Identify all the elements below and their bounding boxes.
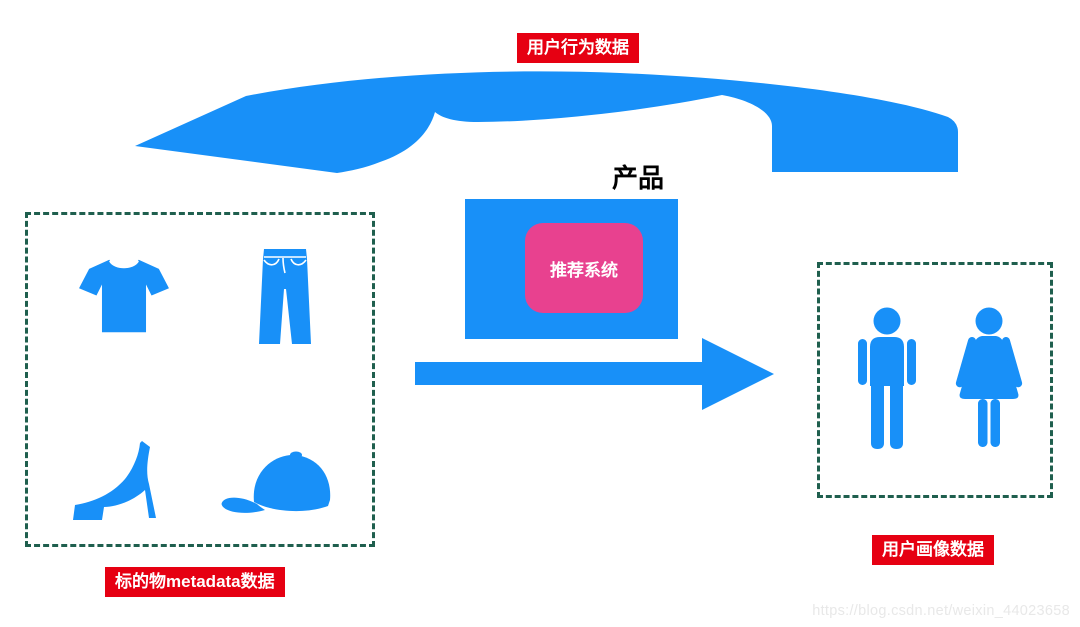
flow-right-arrow bbox=[415, 338, 774, 410]
high-heel-icon bbox=[70, 437, 170, 527]
recommender-system-pill: 推荐系统 bbox=[525, 223, 643, 313]
label-item-metadata-data: 标的物metadata数据 bbox=[105, 567, 285, 598]
feedback-curved-arrow bbox=[135, 71, 958, 173]
woman-icon bbox=[952, 307, 1026, 457]
label-user-profile-data: 用户画像数据 bbox=[872, 535, 994, 566]
man-icon bbox=[854, 307, 920, 457]
watermark-text: https://blog.csdn.net/weixin_44023658 bbox=[812, 603, 1070, 619]
tshirt-icon bbox=[78, 257, 170, 335]
jeans-icon bbox=[254, 247, 316, 347]
product-rect: 推荐系统 bbox=[465, 199, 678, 339]
baseball-cap-icon bbox=[220, 449, 348, 517]
label-user-behavior-data: 用户行为数据 bbox=[517, 33, 639, 64]
item-metadata-box bbox=[25, 212, 375, 547]
user-profile-box bbox=[817, 262, 1053, 498]
product-label: 产品 bbox=[612, 163, 665, 193]
